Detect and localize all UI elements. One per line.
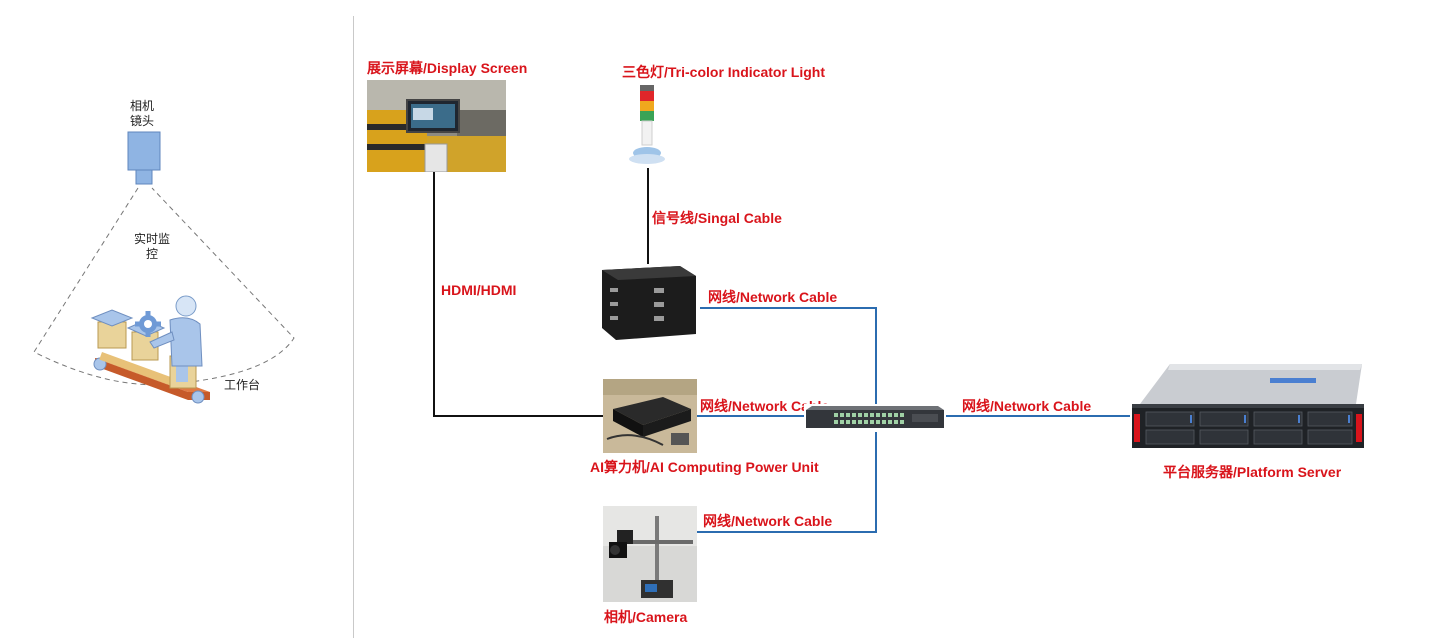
tri-color-light-label: 三色灯/Tri-color Indicator Light bbox=[622, 64, 825, 80]
gear-icon bbox=[135, 311, 161, 337]
network-cable-server-label: 网线/Network Cable bbox=[962, 398, 1092, 414]
signal-cable-label: 信号线/Singal Cable bbox=[652, 210, 782, 226]
network-cable-camera-line bbox=[697, 430, 877, 533]
real-time-monitor-label: 实时监 控 bbox=[133, 232, 170, 261]
platform-server-label: 平台服务器/Platform Server bbox=[1163, 464, 1342, 480]
tri-color-light-photo bbox=[620, 83, 673, 168]
camera-lens-label: 相机 镜头 bbox=[129, 99, 154, 128]
ai-unit-photo bbox=[603, 379, 697, 453]
section-divider bbox=[353, 16, 354, 638]
camera-label: 相机/Camera bbox=[604, 609, 688, 625]
camera-photo bbox=[603, 506, 697, 602]
camera-body-icon bbox=[127, 131, 161, 171]
network-cable-io-label: 网线/Network Cable bbox=[708, 289, 838, 305]
network-cable-ai-label: 网线/Network Cable bbox=[700, 398, 830, 414]
network-cable-camera-label: 网线/Network Cable bbox=[703, 513, 833, 529]
ai-unit-label: AI算力机/AI Computing Power Unit bbox=[590, 459, 819, 475]
hdmi-cable-label: HDMI/HDMI bbox=[441, 282, 517, 298]
network-switch-photo bbox=[804, 404, 946, 432]
worker-icon bbox=[149, 295, 203, 367]
display-screen-label: 展示屏幕/Display Screen bbox=[367, 60, 528, 76]
workstation-label: 工作台 bbox=[224, 378, 261, 392]
display-screen-photo bbox=[367, 80, 506, 172]
workstation-scene bbox=[33, 131, 295, 404]
platform-server-photo bbox=[1130, 358, 1366, 454]
hdmi-cable-line bbox=[433, 172, 604, 417]
io-box-photo bbox=[596, 264, 700, 342]
network-cable-io-line bbox=[700, 307, 877, 404]
camera-mount-icon bbox=[135, 169, 153, 185]
